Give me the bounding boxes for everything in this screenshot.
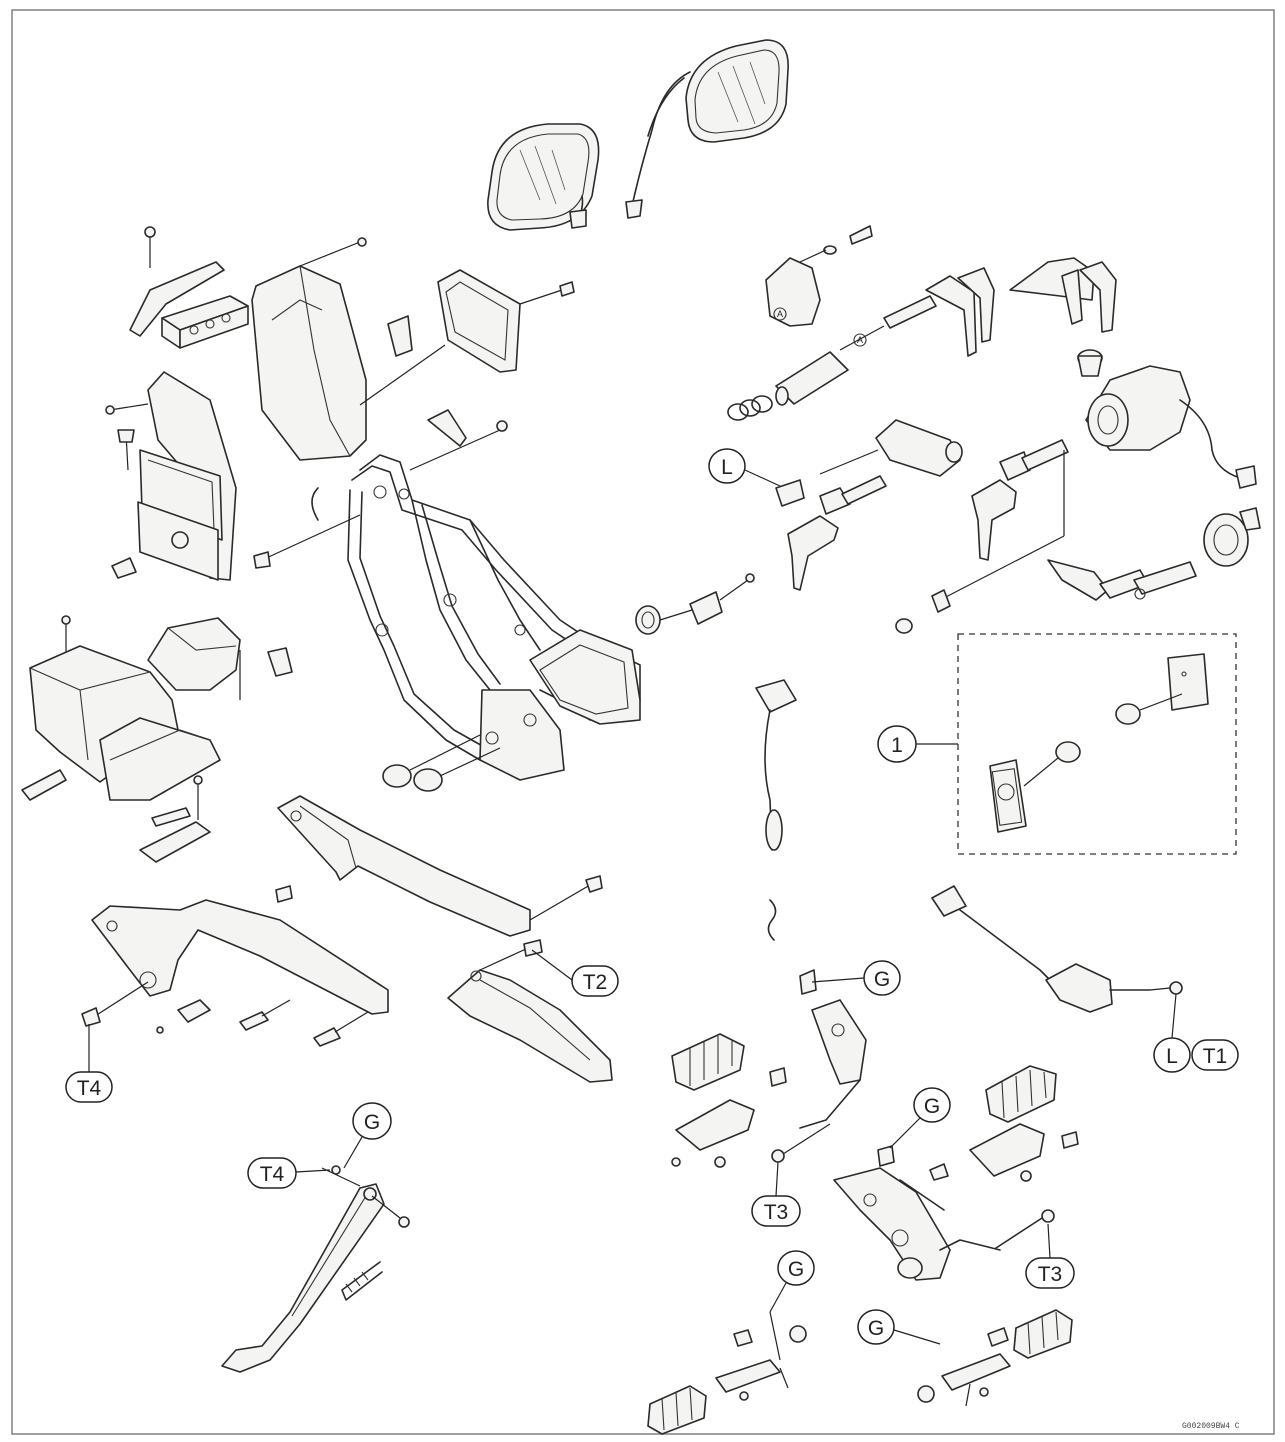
callout-torque-4-b: T4 xyxy=(247,1157,341,1189)
callout-lock-code-1: L xyxy=(708,448,781,487)
callout-grease-4: G xyxy=(769,1250,815,1313)
callout-lock-code-1-text: L xyxy=(721,456,733,479)
left-frame-section xyxy=(81,885,389,1047)
key-set-2 xyxy=(1009,257,1117,377)
callout-torque-2: T2 xyxy=(531,949,619,997)
stand-switch xyxy=(755,679,797,941)
switch-mount-bolt xyxy=(895,589,951,634)
right-frame-section xyxy=(277,795,603,937)
callout-grease-3-text: G xyxy=(924,1095,940,1118)
key-set-3 xyxy=(775,475,887,591)
figure-border xyxy=(11,9,1275,1435)
callout-grease-4-text: G xyxy=(788,1258,804,1281)
tray-support-bracket xyxy=(147,617,293,700)
small-bracket xyxy=(139,775,211,863)
left-mirror xyxy=(487,123,600,231)
rear-footrest-right xyxy=(917,1309,1073,1407)
callout-grease-3: G xyxy=(889,1087,951,1149)
callout-grease-1: G xyxy=(811,960,901,996)
front-footrest-right xyxy=(969,1065,1079,1182)
figure-code: G002009BW4 C xyxy=(1182,1422,1240,1431)
battery-tray xyxy=(21,615,221,801)
callout-grease-5: G xyxy=(857,1309,941,1345)
callout-grease-1-text: G xyxy=(874,968,890,991)
rear-footrest-left xyxy=(647,1311,807,1435)
key-set-4 xyxy=(939,439,1069,601)
seat-lock xyxy=(819,419,963,477)
callout-torque-1: T1 xyxy=(1191,1039,1239,1071)
callout-torque-2-text: T2 xyxy=(583,971,608,994)
side-stand xyxy=(221,1167,410,1373)
brake-pedal-bracket xyxy=(779,969,867,1157)
callout-lock-code-2: L xyxy=(1153,993,1191,1073)
callout-torque-4-b-text: T4 xyxy=(260,1163,285,1186)
frame-caps xyxy=(382,734,501,792)
shift-rod xyxy=(995,1209,1055,1249)
front-footrest-left xyxy=(671,1033,787,1168)
steering-stem-parts xyxy=(635,573,755,635)
callout-torque-1-text: T1 xyxy=(1203,1045,1228,1068)
callout-grease-5-text: G xyxy=(868,1317,884,1340)
rear-brake-switch xyxy=(931,885,1183,1013)
callout-grease-2: G xyxy=(343,1102,392,1169)
right-mirror xyxy=(625,39,789,219)
callout-torque-3-a: T3 xyxy=(751,1149,801,1227)
fuel-cap-lock xyxy=(1203,507,1261,567)
callout-torque-4-a: T4 xyxy=(65,1024,113,1103)
callout-item-1: 1 xyxy=(877,725,958,763)
footrest-bracket-left xyxy=(447,939,613,1083)
reflector-assembly-group xyxy=(957,633,1237,855)
main-frame xyxy=(253,409,641,781)
callout-torque-3-b: T3 xyxy=(1025,1223,1075,1289)
lock-cylinder xyxy=(727,351,849,421)
key-set-5 xyxy=(1047,559,1197,601)
upper-left-bracket xyxy=(129,226,249,349)
callout-item-1-text: 1 xyxy=(891,734,903,757)
cover-lock-plate: A xyxy=(765,225,873,327)
battery-case xyxy=(105,371,237,581)
callout-lock-code-2-text: L xyxy=(1166,1045,1178,1068)
mark-a-2: A xyxy=(857,335,863,345)
callout-grease-2-text: G xyxy=(364,1111,380,1134)
left-side-cover xyxy=(251,237,367,461)
callout-torque-4-a-text: T4 xyxy=(77,1077,102,1100)
key-set-1: A xyxy=(839,267,995,357)
mark-a: A xyxy=(777,309,783,319)
ignition-switch xyxy=(1085,365,1257,489)
callout-torque-3-a-text: T3 xyxy=(764,1201,789,1224)
shift-pedal-bracket xyxy=(833,1145,1001,1281)
frame-cover-plate xyxy=(359,269,575,406)
callout-torque-3-b-text: T3 xyxy=(1038,1263,1063,1286)
